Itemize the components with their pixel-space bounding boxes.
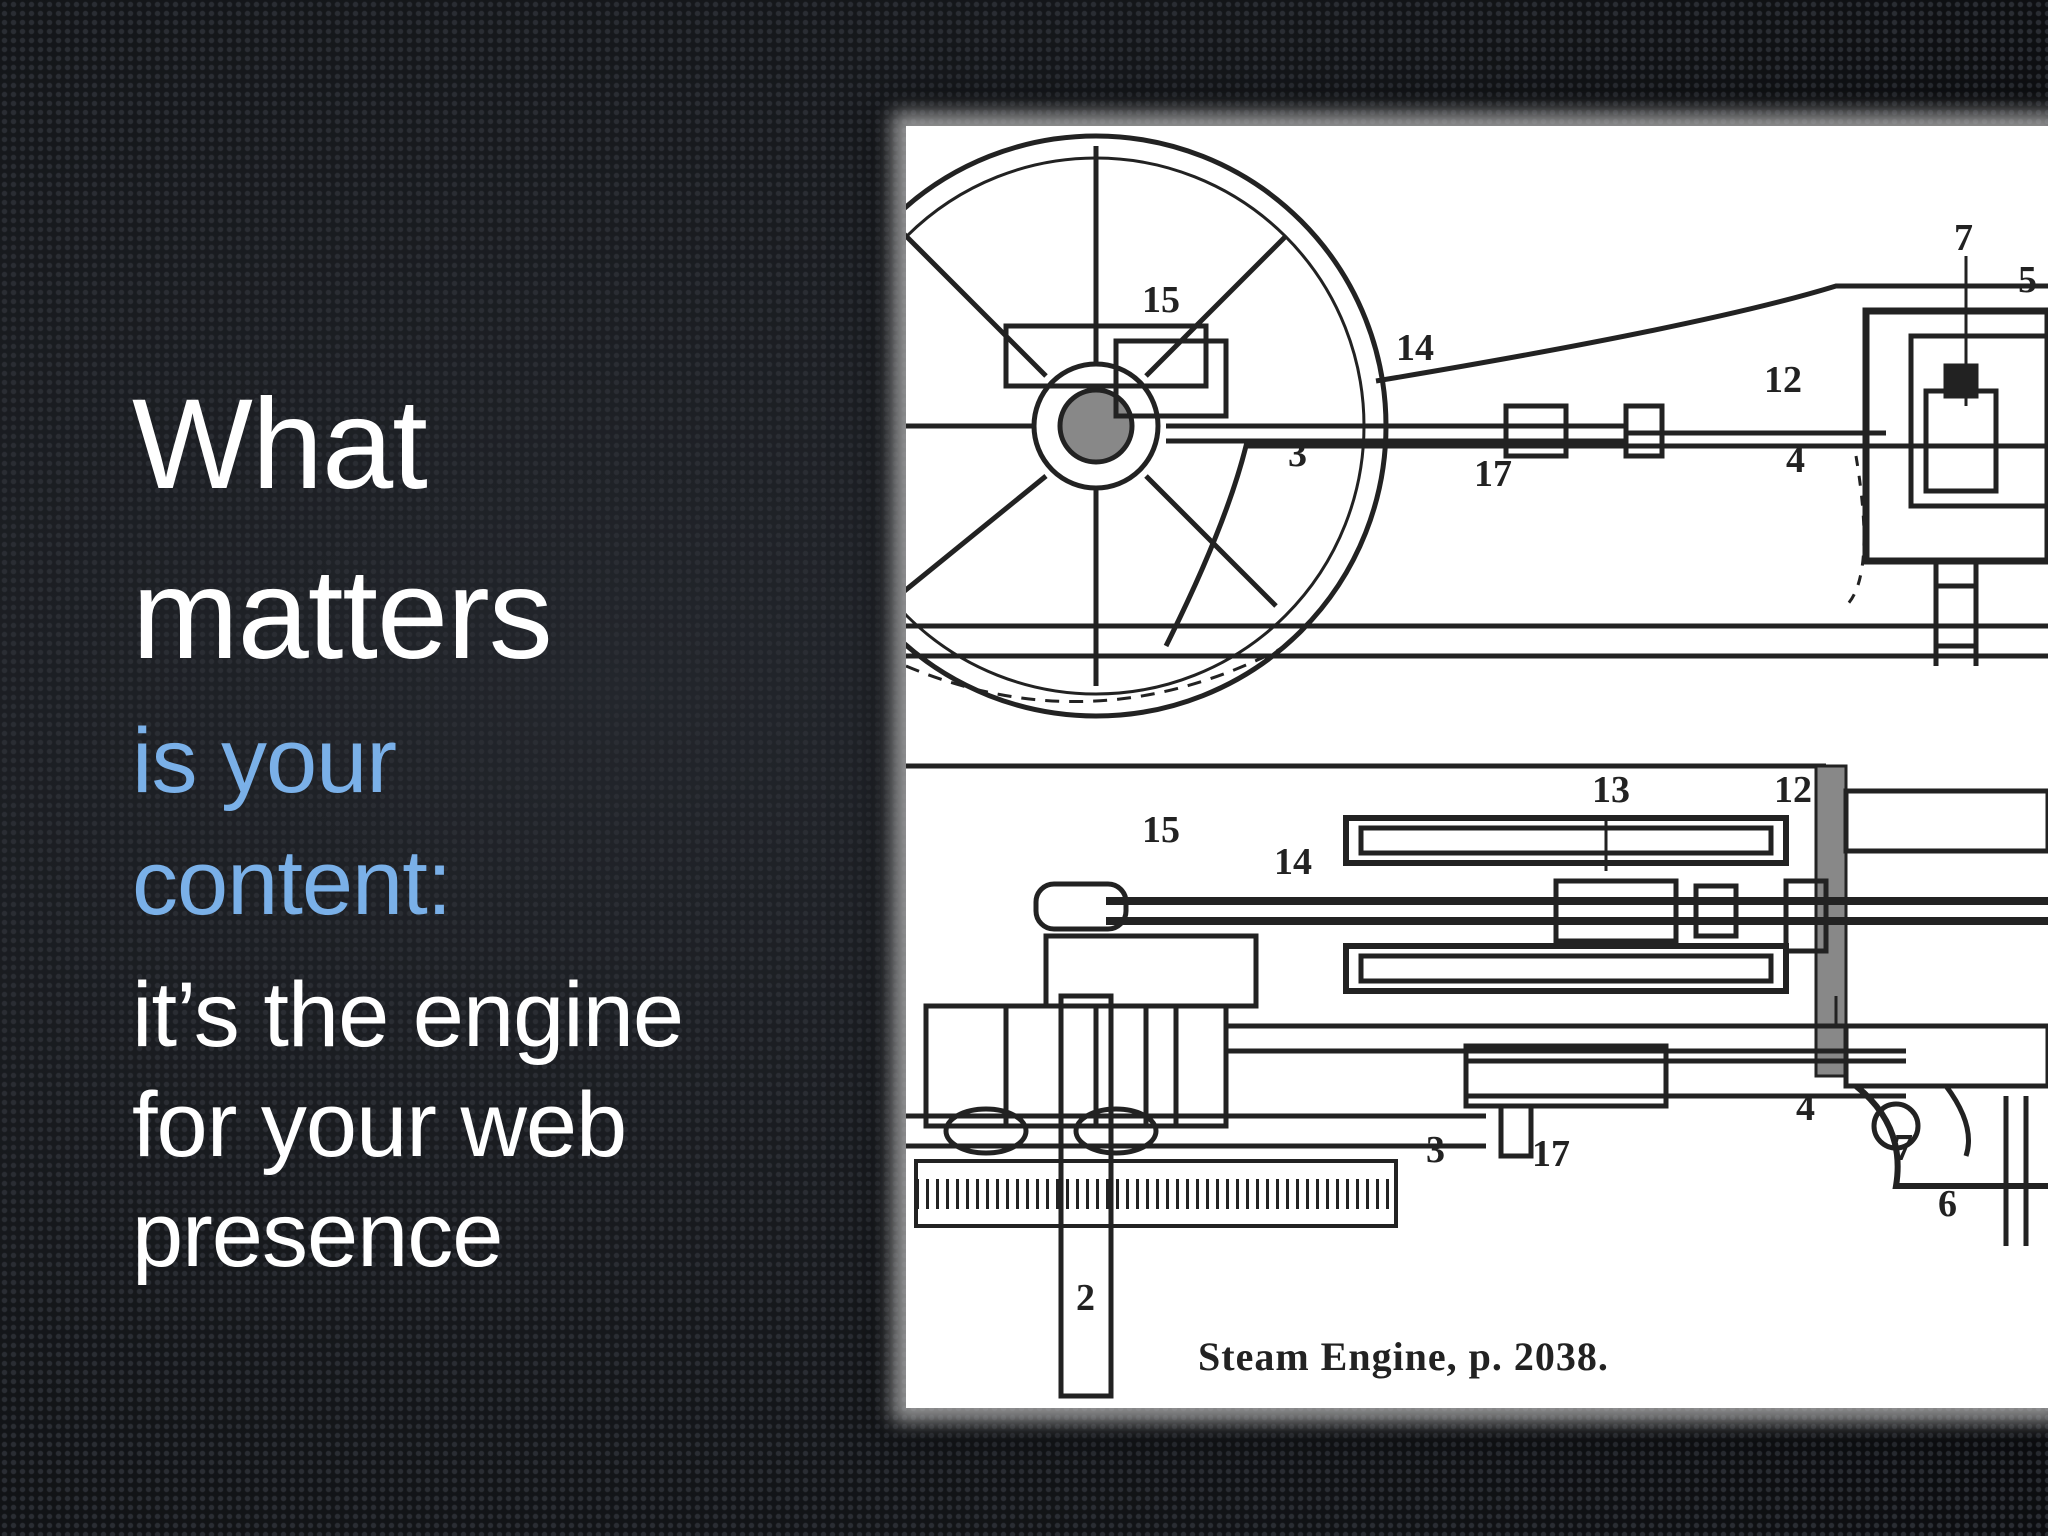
figure-caption: Steam Engine, p. 2038.	[1198, 1334, 1609, 1379]
label-7: 7	[1894, 1127, 1913, 1169]
label-15: 15	[1142, 279, 1180, 321]
label-7: 7	[1954, 217, 1973, 259]
label-2: 2	[1076, 1277, 1095, 1319]
label-3: 3	[1288, 433, 1307, 475]
body-line: presence	[132, 1184, 503, 1286]
slide-subhead: is your content:	[132, 700, 832, 944]
body-line: it’s the engine	[132, 964, 684, 1066]
slide-text-block: What matters is your content: it’s the e…	[132, 360, 832, 1290]
label-12: 12	[1764, 359, 1802, 401]
label-14: 14	[1274, 841, 1312, 883]
label-5: 5	[2018, 259, 2037, 301]
headline-line: What	[132, 373, 428, 516]
label-13: 13	[1592, 769, 1630, 811]
label-6: 6	[1938, 1183, 1957, 1225]
headline-line: matters	[132, 543, 553, 686]
label-3: 3	[1426, 1129, 1445, 1171]
label-4: 4	[1786, 439, 1805, 481]
label-17: 17	[1474, 453, 1512, 495]
slide-body: it’s the engine for your web presence	[132, 960, 832, 1290]
steam-engine-illustration: 15 14 3 17 12 4 7 5 13 12 15 14 3 17 4 7…	[906, 126, 2048, 1408]
steam-engine-drawing: 15 14 3 17 12 4 7 5 13 12 15 14 3 17 4 7…	[906, 133, 2048, 1399]
label-4: 4	[1796, 1087, 1815, 1129]
body-line: for your web	[132, 1074, 627, 1176]
label-14: 14	[1396, 327, 1434, 369]
label-12: 12	[1774, 769, 1812, 811]
subhead-line: content:	[132, 832, 452, 934]
label-17: 17	[1532, 1133, 1570, 1175]
subhead-line: is your	[132, 710, 397, 812]
label-15: 15	[1142, 809, 1180, 851]
slide-headline: What matters	[132, 360, 832, 700]
